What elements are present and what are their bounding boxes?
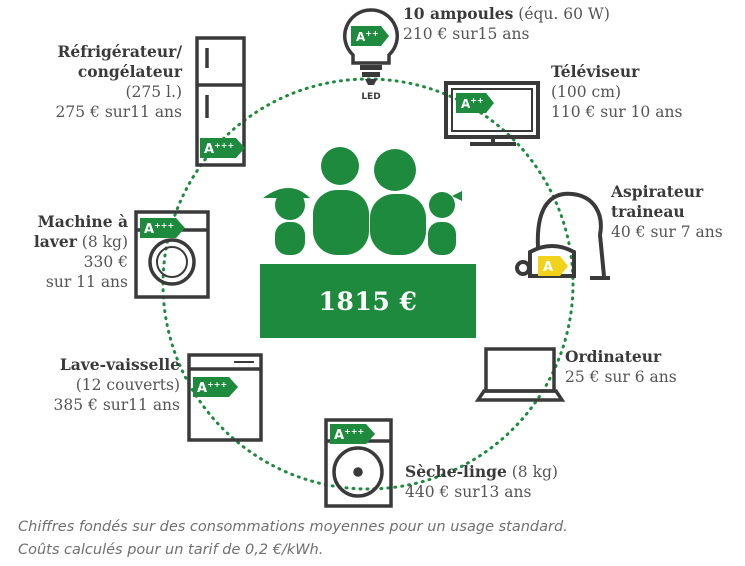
footnote-line2: Coûts calculés pour un tarif de 0,2 €/kW… xyxy=(18,542,324,558)
light-bulb-icon xyxy=(343,8,399,85)
label-computer: Ordinateur 25 € sur 6 ans xyxy=(565,347,735,387)
family-icon xyxy=(263,147,462,255)
cost-computer: 25 € sur 6 ans xyxy=(565,368,677,386)
dishwasher-icon xyxy=(187,353,263,442)
label-bulbs: 10 ampoules (équ. 60 W) 210 € sur15 ans xyxy=(403,4,703,44)
name-dishwasher: Lave-vaisselle xyxy=(59,355,180,374)
name-vacuum: Aspirateur xyxy=(611,182,704,201)
total-box xyxy=(260,264,476,338)
energy-class-bulbs: A++ xyxy=(356,29,379,44)
energy-label-vacuum: A xyxy=(538,256,568,276)
label-dishwasher: Lave-vaisselle (12 couverts) 385 € sur11… xyxy=(10,355,180,415)
fridge-icon xyxy=(195,36,246,167)
energy-class-fridge: A+++ xyxy=(204,141,234,157)
label-vacuum: Aspirateur traineau 40 € sur 7 ans xyxy=(611,182,741,242)
cost-bulbs: 210 € sur15 ans xyxy=(403,25,530,43)
label-washer: Machine à laver (8 kg) 330 € sur 11 ans xyxy=(10,212,128,292)
cost-tv: 110 € sur 10 ans xyxy=(551,103,683,121)
energy-label-fridge: A+++ xyxy=(200,138,245,158)
footnote-line1: Chiffres fondés sur des consommations mo… xyxy=(18,519,568,535)
name2-vacuum: traineau xyxy=(611,202,685,221)
name-computer: Ordinateur xyxy=(565,347,662,366)
cost-vacuum: 40 € sur 7 ans xyxy=(611,223,723,241)
detail-dryer: (8 kg) xyxy=(511,463,558,481)
energy-class-dishwasher: A+++ xyxy=(197,380,227,396)
cost-washer: 330 € xyxy=(83,253,128,271)
vacuum-cleaner-icon xyxy=(515,191,610,280)
detail-bulbs: (équ. 60 W) xyxy=(518,5,610,23)
detail-washer: (8 kg) xyxy=(81,233,128,251)
energy-label-washer: A+++ xyxy=(140,218,185,238)
detail-fridge: (275 l.) xyxy=(125,83,183,101)
total-cost: 1815 € xyxy=(318,286,418,316)
label-dryer: Sèche-linge (8 kg) 440 € sur13 ans xyxy=(405,462,625,502)
footnote: Chiffres fondés sur des consommations mo… xyxy=(18,516,718,562)
name-fridge: Réfrigérateur/ xyxy=(57,42,183,61)
energy-class-tv: A++ xyxy=(461,96,484,111)
laptop-icon xyxy=(474,347,566,402)
energy-label-dishwasher: A+++ xyxy=(193,377,238,397)
led-caption: LED xyxy=(361,92,380,102)
energy-class-vacuum: A xyxy=(543,260,553,275)
cost-fridge: 275 € sur11 ans xyxy=(55,103,182,121)
energy-label-bulbs: A++ xyxy=(351,26,389,46)
energy-label-dryer: A+++ xyxy=(330,424,375,444)
label-tv: Téléviseur (100 cm) 110 € sur 10 ans xyxy=(551,62,731,122)
cost-dishwasher: 385 € sur11 ans xyxy=(53,396,180,414)
energy-label-tv: A++ xyxy=(456,93,494,113)
cost-dryer: 440 € sur13 ans xyxy=(405,483,532,501)
television-icon xyxy=(444,81,540,146)
energy-class-dryer: A+++ xyxy=(334,427,364,443)
cost2-washer: sur 11 ans xyxy=(45,273,128,291)
name-dryer: Sèche-linge xyxy=(405,462,507,481)
name-bulbs: 10 ampoules xyxy=(403,4,514,23)
name-washer: Machine à xyxy=(37,212,128,231)
label-fridge: Réfrigérateur/ congélateur (275 l.) 275 … xyxy=(10,42,182,122)
energy-class-washer: A+++ xyxy=(144,221,174,237)
detail-dishwasher: (12 couverts) xyxy=(75,376,180,394)
name-tv: Téléviseur xyxy=(551,62,640,81)
name2-washer: laver xyxy=(33,232,77,251)
detail-tv: (100 cm) xyxy=(551,83,621,101)
name2-fridge: congélateur xyxy=(77,62,182,81)
